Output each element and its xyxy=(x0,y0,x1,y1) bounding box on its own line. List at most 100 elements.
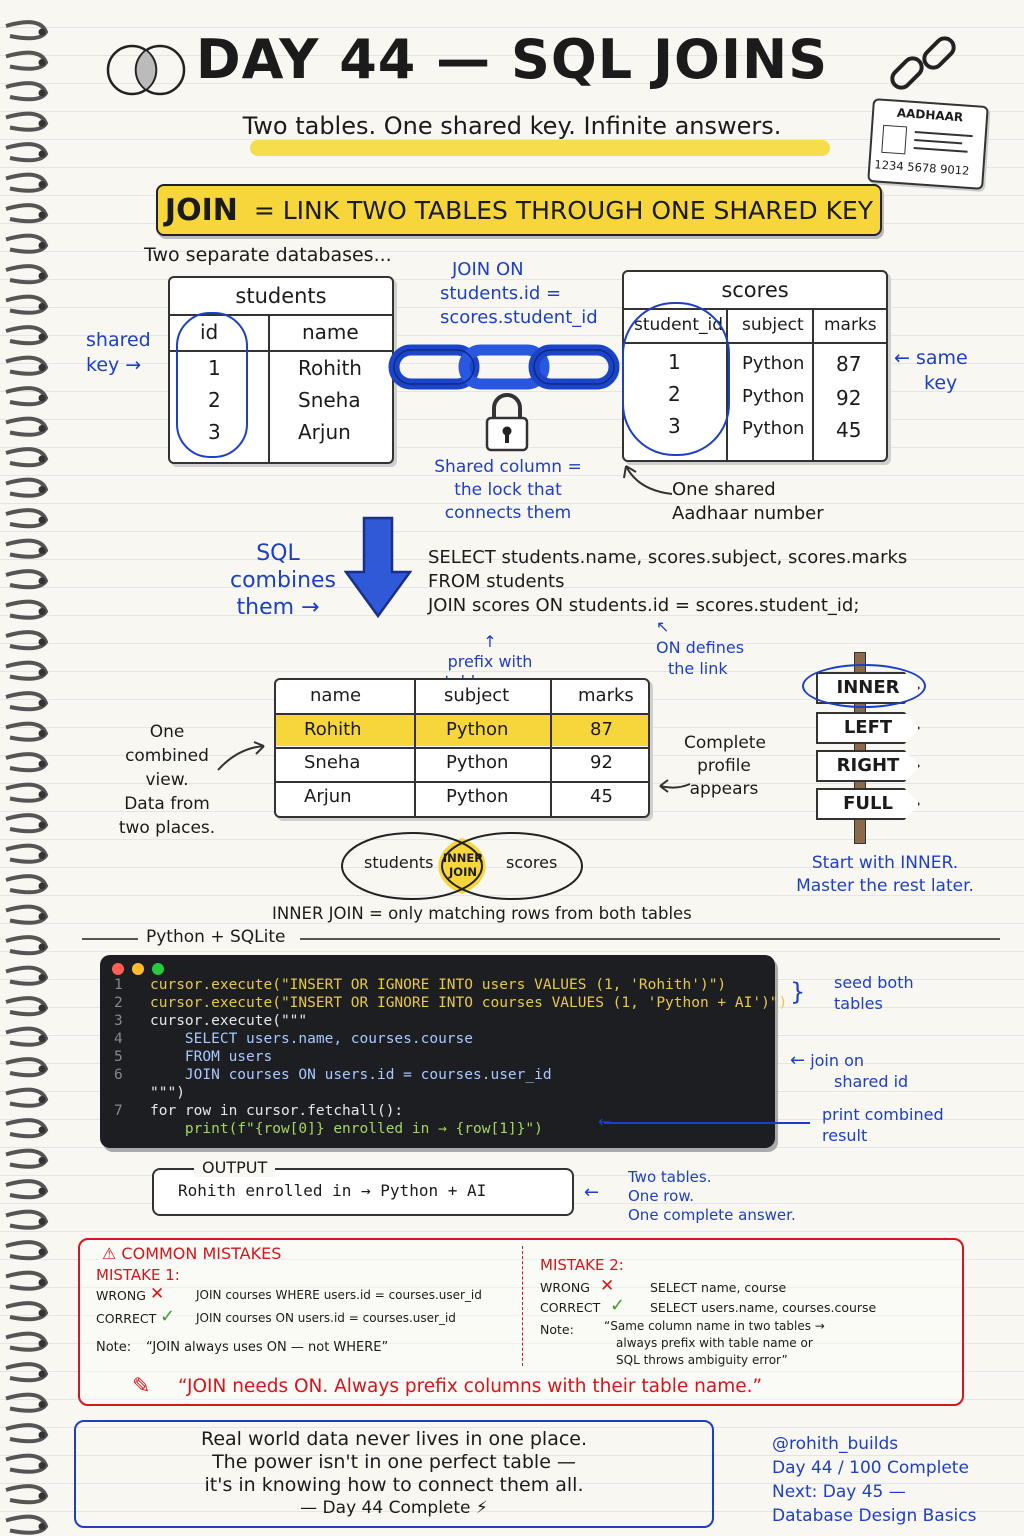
table-cell: Arjun xyxy=(298,420,351,444)
mistake1-correct-code: JOIN courses ON users.id = courses.user_… xyxy=(196,1311,456,1325)
table-cell: 1 xyxy=(668,350,681,374)
mistake1-wrong-code: JOIN courses WHERE users.id = courses.us… xyxy=(196,1288,482,1302)
sign-full: FULL xyxy=(816,788,920,820)
venn-caption: INNER JOIN = only matching rows from bot… xyxy=(272,904,692,923)
table-cell: Python xyxy=(742,418,805,439)
next-topic: Database Design Basics xyxy=(772,1506,977,1526)
page-title: DAY 44 — SQL JOINS xyxy=(195,28,829,91)
code-line: SELECT users.name, courses.course xyxy=(150,1031,474,1047)
seed-note: seed both tables xyxy=(834,972,914,1014)
sign-right: RIGHT xyxy=(816,750,920,782)
note-line: appears xyxy=(689,779,759,799)
output-text: Rohith enrolled in → Python + AI xyxy=(178,1181,487,1200)
table-cell: Rohith xyxy=(304,719,362,740)
code-line: cursor.execute(""" xyxy=(150,1013,308,1029)
code-line: print(f"{row[0]} enrolled in → {row[1]}"… xyxy=(150,1121,543,1137)
mistake1-note-label: Note: xyxy=(96,1340,132,1355)
table-cell: 45 xyxy=(590,786,613,807)
note-line: Aadhaar number xyxy=(672,503,824,524)
output-note: Two tables. One row. One complete answer… xyxy=(628,1168,796,1225)
mistakes-title: ⚠ COMMON MISTAKES xyxy=(102,1244,282,1263)
note-line: ON defines xyxy=(656,638,745,657)
note-line: view. xyxy=(145,770,189,790)
code-line: for row in cursor.fetchall(): xyxy=(150,1103,404,1119)
profile-note: Complete profile appears xyxy=(684,732,766,801)
next-topic: Next: Day 45 — xyxy=(772,1482,906,1502)
avatar-icon xyxy=(881,124,908,155)
note-line: key xyxy=(86,354,120,376)
note-line: always prefix with table name or xyxy=(616,1336,813,1350)
output-label: OUTPUT xyxy=(194,1158,276,1177)
table-cell: 87 xyxy=(836,352,862,376)
key-circle-left xyxy=(176,312,248,458)
code-line: cursor.execute("INSERT OR IGNORE INTO co… xyxy=(150,995,788,1011)
note-line: tables xyxy=(834,994,883,1013)
venn-icon xyxy=(106,44,186,96)
table-cell: Python xyxy=(742,353,805,374)
lock-icon xyxy=(485,393,529,452)
code-line-number: 5 xyxy=(114,1049,123,1065)
venn-left-label: students xyxy=(364,853,434,872)
code-line: cursor.execute("INSERT OR IGNORE INTO us… xyxy=(150,977,727,993)
closing-quote: Real world data never lives in one place… xyxy=(76,1428,712,1520)
maximize-dot-icon xyxy=(152,963,164,975)
table-cell: 92 xyxy=(590,752,613,773)
scores-table-title: scores xyxy=(721,278,789,302)
note-line: shared id xyxy=(834,1072,909,1091)
note-line: connects them xyxy=(444,503,572,523)
mistakes-divider xyxy=(522,1246,523,1366)
code-line-number: 7 xyxy=(114,1103,123,1119)
same-key-note: ← same key xyxy=(894,347,968,394)
on-note: ↖ ON defines the link xyxy=(656,617,745,678)
sql-line: SELECT students.name, scores.subject, sc… xyxy=(428,547,908,568)
note-line: key xyxy=(924,372,958,394)
note-line: print combined xyxy=(822,1105,944,1124)
subtitle-highlight xyxy=(250,140,830,156)
join-on-line: scores.student_id xyxy=(440,307,598,328)
table-cell: 87 xyxy=(590,719,613,740)
wrong-x-icon: ✕ xyxy=(600,1276,615,1296)
print-note: print combined result xyxy=(822,1104,944,1146)
note-line: Shared column = xyxy=(434,457,582,477)
arrow-icon xyxy=(659,779,691,793)
join-on-note: JOIN ON students.id = scores.student_id xyxy=(440,258,630,330)
result-header: marks xyxy=(578,685,634,706)
table-cell: Rohith xyxy=(298,356,362,380)
venn-right-label: scores xyxy=(506,853,558,872)
quote-line: it's in knowing how to connect them all. xyxy=(204,1474,584,1496)
wrong-x-icon: ✕ xyxy=(150,1284,165,1304)
mistake2-note: “Same column name in two tables → always… xyxy=(604,1318,825,1369)
note-line: One combined xyxy=(125,722,209,766)
code-line: """) xyxy=(150,1085,185,1101)
note-line: result xyxy=(822,1126,868,1145)
chain-link-icon xyxy=(890,36,956,90)
note-line: profile xyxy=(697,756,751,776)
code-line-number: 3 xyxy=(114,1013,123,1029)
check-icon: ✓ xyxy=(610,1295,626,1316)
students-header-name: name xyxy=(302,320,359,344)
table-cell: Python xyxy=(742,386,805,407)
note-line: seed both xyxy=(834,973,914,992)
arrow-icon xyxy=(217,741,265,771)
note-line: “Same column name in two tables → xyxy=(604,1319,825,1333)
closing-quote-box: Real world data never lives in one place… xyxy=(74,1420,714,1528)
banner-join: JOIN xyxy=(164,192,238,228)
inner-circle-mark xyxy=(802,664,926,708)
page-subtitle: Two tables. One shared key. Infinite ans… xyxy=(242,112,782,140)
table-cell: Python xyxy=(446,719,509,740)
definition-banner: JOIN = LINK TWO TABLES THROUGH ONE SHARE… xyxy=(156,184,882,236)
quote-line: Real world data never lives in one place… xyxy=(200,1428,588,1450)
minimize-dot-icon xyxy=(132,963,144,975)
mistake2-wrong-label: WRONG xyxy=(540,1280,590,1295)
key-circle-right xyxy=(622,302,730,456)
author-info: @rohith_builds Day 44 / 100 Complete Nex… xyxy=(772,1432,976,1528)
mistake2-wrong-code: SELECT name, course xyxy=(650,1280,787,1295)
note-line: shared xyxy=(86,329,151,351)
quote-line: — Day 44 Complete ⚡ xyxy=(300,1498,488,1518)
code-line-number: 2 xyxy=(114,995,123,1011)
sql-line: JOIN scores ON students.id = scores.stud… xyxy=(428,595,860,616)
mistake1-correct-label: CORRECT xyxy=(96,1311,157,1326)
join-note: ← join on shared id xyxy=(790,1050,909,1091)
note-line: Complete xyxy=(684,733,766,753)
